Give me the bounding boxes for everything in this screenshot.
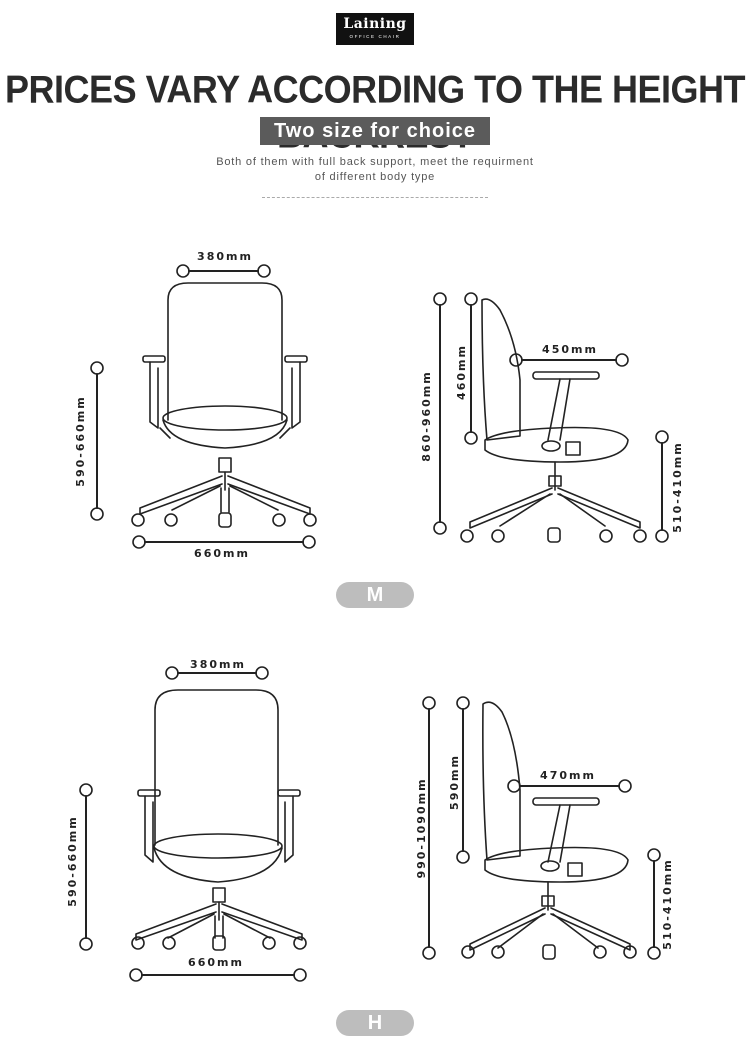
- h-front-base-width-label: 660mm: [188, 956, 244, 969]
- m-side-backrest-height-dimension: 460mm: [455, 292, 478, 445]
- size-m-front-view: 380mm 590-660mm: [74, 250, 317, 560]
- h-side-total-height-dimension: 990-1090mm: [415, 696, 436, 960]
- m-front-backrest-width-dimension: 380mm: [176, 250, 271, 278]
- h-side-depth-label: 470mm: [540, 769, 596, 782]
- m-side-depth-label: 450mm: [542, 343, 598, 356]
- m-front-backrest-width-label: 380mm: [197, 250, 253, 263]
- m-side-total-height-dimension: 860-960mm: [420, 292, 447, 535]
- m-front-base-width-dimension: 660mm: [132, 535, 316, 560]
- m-front-chair-outline: [131, 282, 317, 528]
- m-front-arm-height-dimension: 590-660mm: [74, 361, 104, 521]
- m-side-depth-dimension: 450mm: [509, 343, 629, 367]
- m-side-seat-height-label: 510-410mm: [671, 441, 684, 532]
- size-m-side-view: 860-960mm 460mm 450mm: [420, 292, 684, 543]
- h-front-base-width-dimension: 660mm: [129, 956, 307, 982]
- description-line-1: Both of them with full back support, mee…: [216, 156, 534, 168]
- m-front-base-width-label: 660mm: [194, 547, 250, 560]
- h-side-depth-dimension: 470mm: [507, 769, 632, 793]
- m-side-backrest-height-label: 460mm: [455, 344, 468, 400]
- h-front-arm-height-dimension: 590-660mm: [66, 783, 93, 951]
- h-side-backrest-height-dimension: 590mm: [448, 696, 470, 864]
- h-front-backrest-width-label: 380mm: [190, 658, 246, 671]
- h-front-arm-height-label: 590-660mm: [66, 815, 79, 906]
- size-badge-h: H: [336, 1010, 414, 1036]
- size-h-side-view: 990-1090mm 590mm 470mm: [415, 696, 674, 960]
- brand-name: Laining: [343, 16, 407, 32]
- m-side-seat-height-dimension: 510-410mm: [655, 430, 684, 543]
- h-front-backrest-width-dimension: 380mm: [165, 658, 269, 680]
- m-side-total-height-label: 860-960mm: [420, 370, 433, 461]
- h-front-chair-outline: [131, 689, 307, 951]
- size-h-front-view: 380mm 590-660mm 66: [66, 658, 307, 982]
- description: Both of them with full back support, mee…: [175, 155, 575, 185]
- brand-logo: Laining OFFICE CHAIR: [336, 13, 414, 45]
- m-side-chair-outline: [460, 298, 647, 543]
- h-side-chair-outline: [461, 701, 637, 960]
- h-side-seat-height-label: 510-410mm: [661, 858, 674, 949]
- m-front-arm-height-label: 590-660mm: [74, 395, 87, 486]
- brand-tagline: OFFICE CHAIR: [349, 34, 401, 39]
- size-badge-m: M: [336, 582, 414, 608]
- h-side-backrest-height-label: 590mm: [448, 754, 461, 810]
- h-side-seat-height-dimension: 510-410mm: [647, 848, 674, 960]
- h-side-total-height-label: 990-1090mm: [415, 777, 428, 878]
- dashed-divider: [262, 197, 488, 198]
- description-line-2: of different body type: [314, 171, 436, 183]
- section-subtitle: Two size for choice: [260, 117, 490, 145]
